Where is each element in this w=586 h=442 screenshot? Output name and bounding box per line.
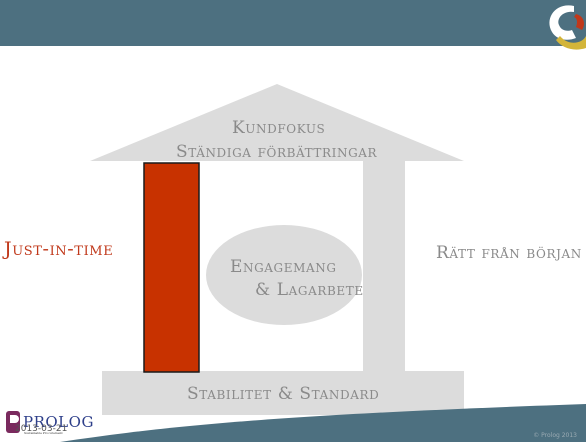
foundation bbox=[102, 371, 464, 415]
center-line-2: & Lagarbete bbox=[255, 280, 364, 300]
center-line-1: Engagemang bbox=[230, 257, 337, 277]
roof-line-2: Ständiga förbättringar bbox=[176, 142, 378, 162]
copyright: © Prolog 2013 bbox=[533, 432, 577, 439]
prolog-swirl-logo-icon bbox=[549, 5, 586, 50]
house-roof bbox=[90, 84, 464, 161]
prolog-p-icon bbox=[6, 411, 20, 433]
right-pillar bbox=[363, 161, 405, 373]
slide-date: 2013-03-21 bbox=[15, 424, 68, 434]
brand-name: PROLOG bbox=[23, 413, 94, 431]
left-pillar bbox=[143, 162, 200, 373]
roof-line-1: Kundfokus bbox=[232, 118, 326, 138]
right-pillar-label: Rätt från början bbox=[436, 243, 582, 263]
foundation-label: Stabilitet & Standard bbox=[187, 384, 380, 404]
header-bar bbox=[0, 0, 586, 46]
footer-swoosh bbox=[60, 404, 586, 442]
center-oval bbox=[206, 225, 362, 325]
left-pillar-label: Just-in-time bbox=[4, 238, 114, 260]
brand-tagline: Sustainable Procurement bbox=[24, 431, 63, 435]
